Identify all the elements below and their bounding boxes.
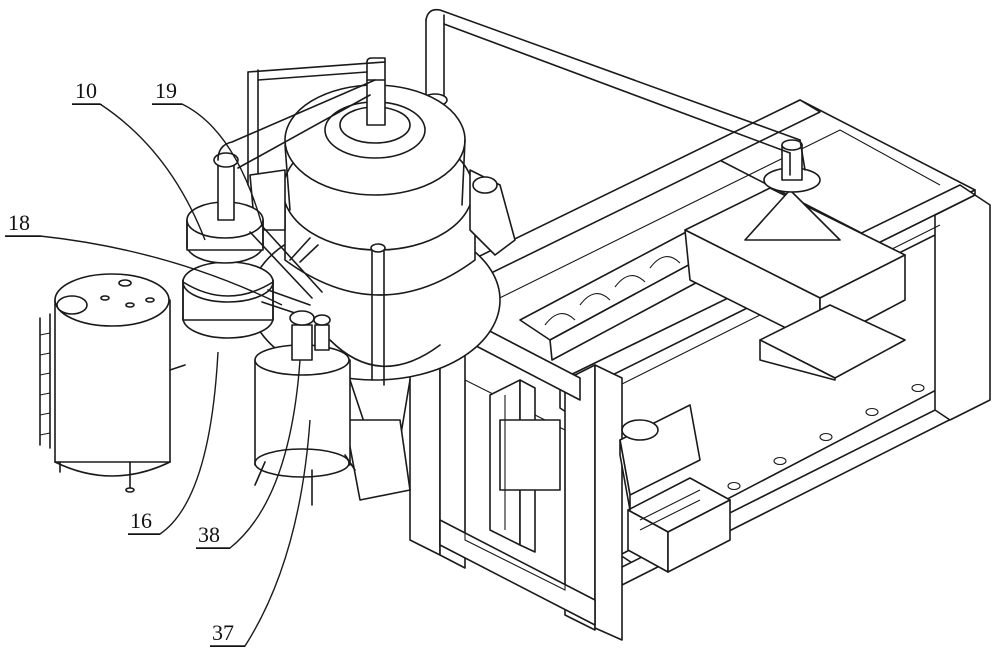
leader-10 xyxy=(72,103,206,241)
ref-numeral-19: 19 xyxy=(155,78,177,103)
vertical-module xyxy=(489,379,561,553)
ref-underline-16 xyxy=(128,534,160,535)
slider-block xyxy=(627,477,731,573)
leader-38 xyxy=(196,359,301,549)
leader-19 xyxy=(152,103,263,226)
ref-underline-10 xyxy=(72,104,102,105)
ref-numeral-16: 16 xyxy=(130,508,152,533)
leader-37 xyxy=(210,419,311,647)
leader-18 xyxy=(5,235,283,306)
storage-tank xyxy=(39,273,186,493)
ref-underline-19 xyxy=(152,104,182,105)
main-frame xyxy=(409,99,991,641)
drive-box xyxy=(619,404,701,511)
ref-underline-18 xyxy=(5,236,41,237)
ref-numeral-18: 18 xyxy=(8,210,30,235)
ref-underline-38 xyxy=(196,548,230,549)
ref-numeral-10: 10 xyxy=(75,78,97,103)
leader-16 xyxy=(128,351,219,535)
hopper-cone xyxy=(744,139,841,241)
hopper xyxy=(684,187,906,381)
tank-37-38 xyxy=(254,310,356,506)
ref-numeral-37: 37 xyxy=(212,620,234,645)
ref-numeral-38: 38 xyxy=(198,522,220,547)
rail-holes xyxy=(727,383,925,491)
ref-underline-37 xyxy=(210,646,245,647)
leader-lines xyxy=(5,103,311,647)
